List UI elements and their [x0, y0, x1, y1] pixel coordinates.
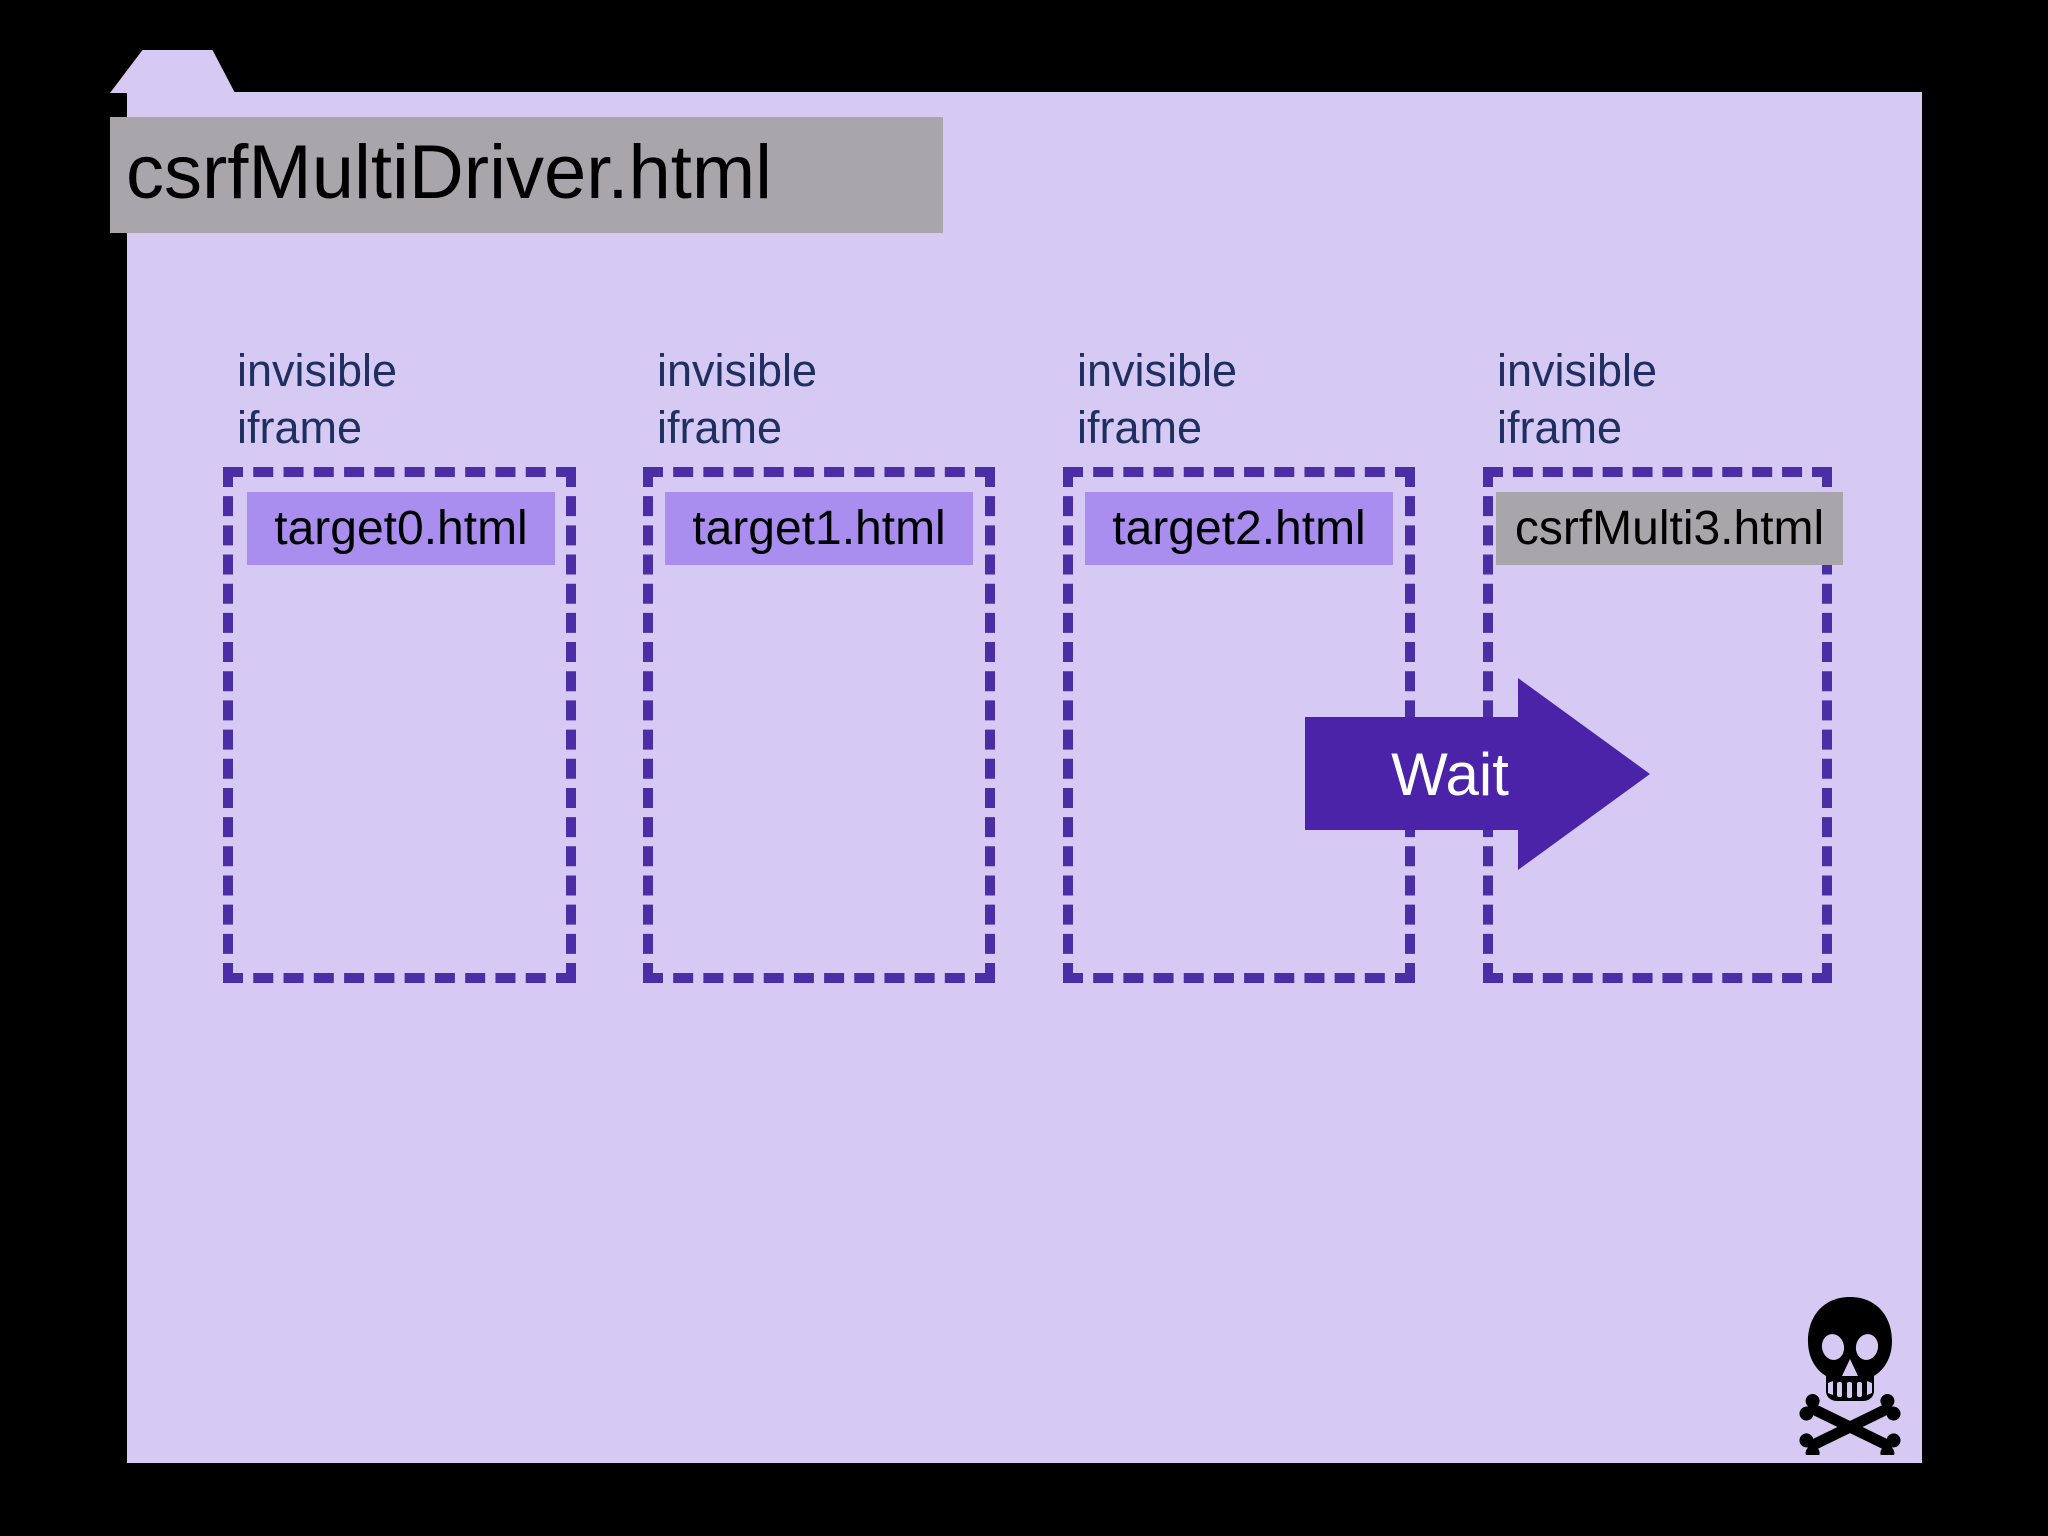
iframe-caption-line1: invisible [1497, 345, 1658, 396]
iframe-caption: invisible iframe [1497, 342, 1657, 456]
file-label: csrfMulti3.html [1496, 492, 1843, 565]
iframe-caption-line1: invisible [657, 345, 818, 396]
iframe-caption-line2: iframe [237, 402, 363, 453]
iframe-box [223, 467, 576, 983]
page-title: csrfMultiDriver.html [110, 117, 943, 233]
file-label: target0.html [247, 492, 555, 565]
skull-and-crossbones-icon [1799, 1297, 1901, 1455]
iframe-box [643, 467, 995, 983]
file-label: target2.html [1085, 492, 1393, 565]
folder-tab [110, 50, 235, 93]
file-label: target1.html [665, 492, 973, 565]
iframe-caption-line2: iframe [1077, 402, 1203, 453]
wait-arrow-label: Wait [1391, 741, 1509, 808]
wait-arrow-shape [1305, 678, 1650, 870]
wait-arrow: Wait [1305, 678, 1650, 870]
iframe-caption: invisible iframe [657, 342, 817, 456]
iframe-caption: invisible iframe [1077, 342, 1237, 456]
iframe-caption-line2: iframe [657, 402, 783, 453]
iframe-caption-line2: iframe [1497, 402, 1623, 453]
iframe-caption: invisible iframe [237, 342, 397, 456]
iframe-caption-line1: invisible [237, 345, 398, 396]
iframe-caption-line1: invisible [1077, 345, 1238, 396]
